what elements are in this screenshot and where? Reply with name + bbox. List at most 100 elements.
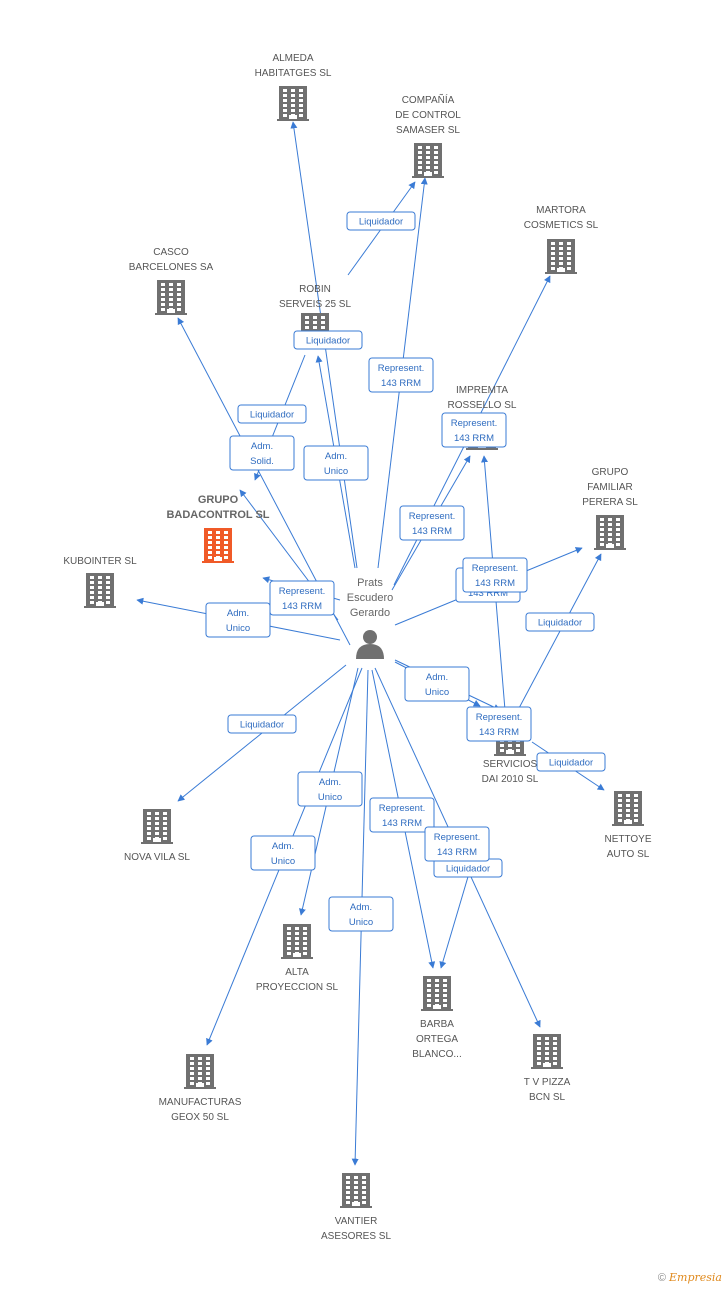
edge-labels-layer: Represent.143 RRMLiquidadorRepresent.143… [205,211,606,932]
company-building-icon[interactable] [531,1034,563,1069]
company-label-kubointer: KUBOINTER SL [63,556,137,567]
edge-label-casco[interactable]: Liquidador [237,404,307,424]
edge-label-samaser[interactable]: Liquidador [346,211,416,231]
edge-label-martora[interactable]: Represent. 143 RRM [441,412,507,448]
edge-label-text: Unico [324,466,348,477]
edge-label-manufacturas[interactable]: Adm.Unico [250,835,316,871]
footer: © Empresia [658,1271,722,1284]
edge-label-perera[interactable]: Liquidador [525,612,595,632]
edge-label-impremta[interactable]: Represent. 143 RRM [399,505,465,541]
company-label-robin: SERVEIS 25 SL [279,299,352,310]
edge-label-robin[interactable]: Adm. Unico [303,445,369,481]
company-label-martora: MARTORA [536,205,586,216]
edge-label-vantier[interactable]: Adm.Unico [328,896,394,932]
edge-label-text: Unico [271,856,295,867]
edge-label-kubointer[interactable]: Adm.Unico [205,602,271,638]
company-label-casco: CASCO [153,247,189,258]
nodes-layer: ALMEDA HABITATGES SL COMPAÑÍA DE CONTROL SAM… [63,53,652,1242]
company-label-almeda: ALMEDA [272,53,313,64]
edge-label-text: 143 RRM [282,601,322,612]
edge-label-text: 143 RRM [382,818,422,829]
edge-label-text: 143 RRM [479,727,519,738]
edge-label-text: Adm. [325,451,347,462]
company-label-alta: PROYECCION SL [256,982,339,993]
edge-label-text: Liquidador [306,336,350,347]
edge-label-text: 143 RRM [454,433,494,444]
edge-label-barba[interactable]: Represent. 143 RRM [369,797,435,833]
main-company-icon[interactable] [202,528,234,563]
edge-label-text: 143 RRM [381,378,421,389]
edge-label-alta[interactable]: Adm. Unico [297,771,363,807]
company-label-vantier: VANTIER [335,1216,378,1227]
edge-label-text: Unico [318,792,342,803]
edge-label-text: Unico [226,623,250,634]
edge-label-almeda[interactable]: Represent.143 RRM [368,357,434,393]
company-label-barba: BLANCO... [412,1049,461,1060]
edge-label-text: Liquidador [538,618,582,629]
copyright-icon: © [657,1272,666,1284]
company-label-alta: ALTA [285,967,309,978]
edge-label-text: 143 RRM [412,526,452,537]
company-building-icon[interactable] [612,791,644,826]
company-label-robin: ROBIN [299,284,331,295]
edge-label-grupo[interactable]: Represent. 143 RRM [269,580,335,616]
edge-label-text: Solid. [250,456,274,467]
company-building-icon[interactable] [155,280,187,315]
company-label-perera: GRUPO [592,467,629,478]
edge-label-text: Liquidador [549,758,593,769]
company-label-samaser: COMPAÑÍA [402,93,455,106]
company-label-grupo: GRUPO [198,494,239,506]
edge-label-text: Adm. [350,902,372,913]
edge-label-text: Represent. [472,563,518,574]
company-label-samaser: DE CONTROL [395,110,461,121]
company-building-icon[interactable] [84,573,116,608]
edge-line-barba [439,869,471,969]
company-building-icon[interactable] [184,1054,216,1089]
edge-label-grupo[interactable]: Liquidador [293,330,363,350]
company-building-icon[interactable] [281,924,313,959]
edge-label-text: Represent. [451,418,497,429]
edge-label-text: Adm. [319,777,341,788]
company-building-icon[interactable] [141,809,173,844]
company-label-impremta: ROSSELLO SL [448,400,517,411]
company-label-samaser: SAMASER SL [396,125,460,136]
edge-label-text: Represent. [409,511,455,522]
company-label-impremta: IMPREMTA [456,385,508,396]
person-label: Escudero [347,592,393,604]
edge-label-grupo[interactable]: Adm. Solid. [229,435,295,471]
company-label-vantier: ASESORES SL [321,1231,391,1242]
edge-label-barba[interactable]: Liquidador [433,858,503,878]
edge-label-text: 143 RRM [468,588,508,599]
company-building-icon[interactable] [421,976,453,1011]
edge-label-dai[interactable]: Represent.143 RRM [466,706,532,742]
company-label-dai: SERVICIOS [483,759,538,770]
edge-label-text: Adm. [251,441,273,452]
person-icon[interactable] [356,630,384,659]
edge-label-text: Represent. [379,803,425,814]
company-building-icon[interactable] [340,1173,372,1208]
edge-line-perera [517,553,602,711]
edge-label-novavila[interactable]: Liquidador [227,714,297,734]
edge-label-nettoye[interactable]: Liquidador [536,752,606,772]
company-building-icon[interactable] [545,239,577,274]
company-label-almeda: HABITATGES SL [255,68,332,79]
company-label-casco: BARCELONES SA [129,262,214,273]
company-label-manufacturas: MANUFACTURAS [159,1097,242,1108]
company-building-icon[interactable] [412,143,444,178]
company-label-barba: BARBA [420,1019,454,1030]
company-building-icon[interactable] [277,86,309,121]
edge-label-dai[interactable]: Adm.Unico [404,666,470,702]
edge-label-text: Represent. [279,586,325,597]
company-label-perera: PERERA SL [582,497,638,508]
edge-label-text: Represent. [434,832,480,843]
company-label-nettoye: NETTOYE [604,834,651,845]
company-label-novavila: NOVA VILA SL [124,852,190,863]
company-building-icon[interactable] [594,515,626,550]
edge-label-text: Unico [425,687,449,698]
edge-label-text: Liquidador [446,864,490,875]
company-label-martora: COSMETICS SL [524,220,599,231]
brand-logo[interactable]: Empresia [669,1271,722,1284]
edge-label-impremta[interactable]: Represent.143 RRM [462,557,528,593]
edge-label-tvpizza[interactable]: Represent.143 RRM [424,826,490,862]
